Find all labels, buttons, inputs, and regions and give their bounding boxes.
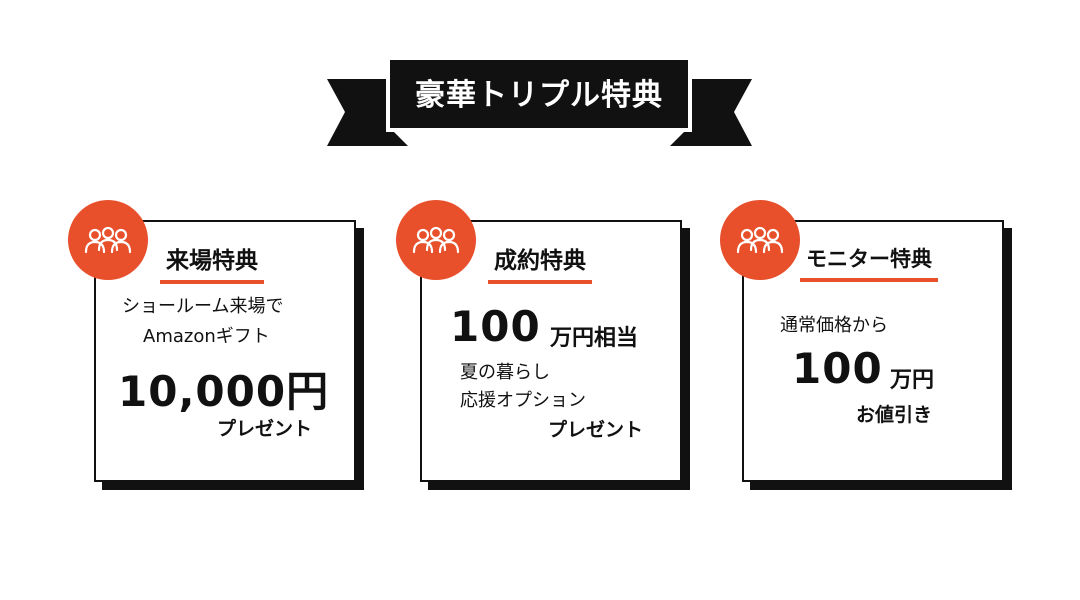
card-contract-amount: 100 [450, 302, 541, 351]
people-group-icon [412, 226, 460, 254]
card-visit [94, 220, 356, 482]
card-visit-line1: ショールーム来場で [122, 296, 284, 317]
card-visit-note: プレゼント [217, 418, 313, 440]
card-monitor-unit: 万円 [890, 368, 935, 393]
card-visit-line2: Amazonギフト [143, 326, 270, 347]
card-contract-unit: 万円相当 [550, 326, 639, 351]
card-contract-line1: 夏の暮らし [460, 362, 550, 383]
card-monitor-badge [720, 200, 800, 280]
card-monitor-note: お値引き [856, 404, 933, 426]
card-visit-amount: 10,000円 [118, 367, 330, 416]
banner-title: 豪華トリプル特典 [415, 78, 663, 113]
card-contract-note: プレゼント [548, 419, 644, 441]
card-contract-badge [396, 200, 476, 280]
people-group-icon [84, 226, 132, 254]
people-group-icon [736, 226, 784, 254]
card-monitor [742, 220, 1004, 482]
banner-ribbon [327, 56, 752, 146]
card-visit-title: 来場特典 [160, 246, 264, 284]
card-visit-badge [68, 200, 148, 280]
card-monitor-amount: 100 [792, 344, 883, 393]
card-monitor-line1: 通常価格から [780, 315, 888, 336]
card-monitor-title: モニター特典 [800, 244, 938, 282]
card-contract-line2: 応援オプション [460, 390, 586, 411]
card-contract-title: 成約特典 [488, 246, 592, 284]
